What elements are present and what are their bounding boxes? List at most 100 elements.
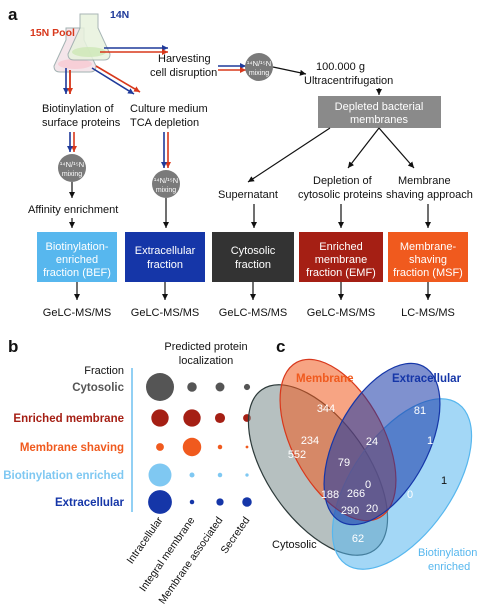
fraction-box-emf: Enriched membrane fraction (EMF) <box>299 232 383 282</box>
svg-text:Membrane-: Membrane- <box>400 241 457 253</box>
ms-method-extracellular: GeLC-MS/MS <box>131 307 199 319</box>
venn-count: 81 <box>414 405 426 417</box>
shaving-label-2: shaving approach <box>386 189 473 201</box>
bubble-mark <box>156 443 164 451</box>
venn-set-extracellular <box>323 362 441 526</box>
venn-count: 20 <box>366 503 378 515</box>
bubble-row-label: Membrane shaving <box>20 442 124 454</box>
bubble-mark <box>245 445 249 449</box>
bubble-mark <box>189 472 195 478</box>
ultra-label-1: 100.000 g <box>316 61 365 73</box>
bubble-row-label: Biotinylation enriched <box>3 470 124 482</box>
bubble-mark <box>189 499 195 505</box>
ms-method-bef: GeLC-MS/MS <box>43 307 111 319</box>
fraction-box-bef: Biotinylation- enriched fraction (BEF) <box>37 232 117 282</box>
svg-text:shaving: shaving <box>409 254 447 266</box>
harvesting-label-2: cell disruption <box>150 67 217 79</box>
venn-count: 266 <box>347 488 365 500</box>
bubble-mark <box>217 472 223 478</box>
fraction-box-msf: Membrane- shaving fraction (MSF) <box>388 232 468 282</box>
bubble-mark <box>245 473 249 477</box>
n14-label: 14N <box>110 9 129 21</box>
venn-count: 0 <box>365 479 371 491</box>
bubble-row-label: Enriched membrane <box>13 413 124 425</box>
venn-count: 552 <box>288 449 306 461</box>
venn-count: 188 <box>321 489 339 501</box>
svg-text:Enriched: Enriched <box>319 241 362 253</box>
svg-text:Biotinylation-: Biotinylation- <box>46 241 109 253</box>
bubble-mark <box>148 463 172 487</box>
svg-text:fraction (MSF): fraction (MSF) <box>393 267 463 279</box>
bubble-mark <box>214 412 226 424</box>
biotinylation-label-2: surface proteins <box>42 117 121 129</box>
bubble-mark <box>216 498 224 506</box>
depleted-membranes-box <box>318 96 441 128</box>
svg-text:fraction (BEF): fraction (BEF) <box>43 267 111 279</box>
bubble-mark <box>243 383 251 391</box>
svg-text:Extracellular: Extracellular <box>135 245 196 257</box>
harvesting-label-1: Harvesting <box>158 53 211 65</box>
panel-a-label: a <box>8 5 18 24</box>
panel-a: a 15N Pool 14N Harvesting cell disruptio… <box>8 5 473 319</box>
venn-count: 234 <box>301 435 319 447</box>
svg-text:fraction: fraction <box>235 259 271 271</box>
svg-text:fraction: fraction <box>147 259 183 271</box>
venn-label-cytosolic: Cytosolic <box>272 539 317 551</box>
svg-text:mixing: mixing <box>156 187 176 194</box>
ultra-label-2: Ultracentrifugation <box>304 75 393 87</box>
venn-label-extracellular: Extracellular <box>392 373 462 385</box>
culture-label-1: Culture medium <box>130 103 208 115</box>
panel-b: b Fraction Predicted protein localizatio… <box>3 337 252 606</box>
affinity-label: Affinity enrichment <box>28 204 118 216</box>
localization-title-1: Predicted protein <box>164 341 247 353</box>
arrow-right-blue <box>91 67 135 95</box>
arrow-to-depletion <box>347 127 380 169</box>
svg-text:mixing: mixing <box>249 70 269 77</box>
arrow-to-shaving <box>378 127 415 169</box>
svg-text:¹⁴N/¹⁵N: ¹⁴N/¹⁵N <box>247 59 271 68</box>
venn-count: 1 <box>427 435 433 447</box>
venn-count: 62 <box>352 533 364 545</box>
biotinylation-label-1: Biotinylation of <box>42 103 114 115</box>
arrow-to-supernatant <box>247 127 331 183</box>
ms-method-msf: LC-MS/MS <box>401 307 455 319</box>
pool-15n-label: 15N Pool <box>30 27 75 39</box>
venn-count: 24 <box>366 436 378 448</box>
fraction-box-cytosolic: Cytosolic fraction <box>212 232 294 282</box>
mixing-circle-left: ¹⁴N/¹⁵N mixing <box>58 154 86 182</box>
depleted-label-1: Depleted bacterial <box>335 101 424 113</box>
arrow-mix-to-ultra <box>272 66 307 76</box>
culture-label-2: TCA depletion <box>130 117 199 129</box>
venn-label-membrane: Membrane <box>296 373 354 385</box>
svg-text:fraction (EMF): fraction (EMF) <box>306 267 376 279</box>
venn-count: 1 <box>441 475 447 487</box>
venn-count: 290 <box>341 505 359 517</box>
svg-text:enriched: enriched <box>56 254 98 266</box>
svg-text:membrane: membrane <box>315 254 368 266</box>
depletion-label-1: Depletion of <box>313 175 373 187</box>
bubble-mark <box>146 373 174 401</box>
bubble-mark <box>183 409 201 427</box>
ms-method-cytosolic: GeLC-MS/MS <box>219 307 287 319</box>
svg-text:¹⁴N/¹⁵N: ¹⁴N/¹⁵N <box>154 176 178 185</box>
venn-count: 344 <box>317 403 335 415</box>
bubble-row-label: Cytosolic <box>72 382 124 394</box>
mixing-circle-top: ¹⁴N/¹⁵N mixing <box>245 53 273 81</box>
fraction-header: Fraction <box>84 365 124 377</box>
fraction-box-extracellular: Extracellular fraction <box>125 232 205 282</box>
localization-title-2: localization <box>179 355 233 367</box>
svg-text:Cytosolic: Cytosolic <box>231 245 276 257</box>
depletion-label-2: cytosolic proteins <box>298 189 383 201</box>
bubble-mark <box>182 437 202 457</box>
venn-label-biotinylation-1: Biotinylation <box>418 547 477 559</box>
panel-c-label: c <box>276 337 285 356</box>
depleted-label-2: membranes <box>350 114 409 126</box>
shaving-label-1: Membrane <box>398 175 451 187</box>
venn-diagram <box>247 358 473 570</box>
bubble-row-label: Extracellular <box>55 497 125 509</box>
bubble-mark <box>187 382 197 392</box>
